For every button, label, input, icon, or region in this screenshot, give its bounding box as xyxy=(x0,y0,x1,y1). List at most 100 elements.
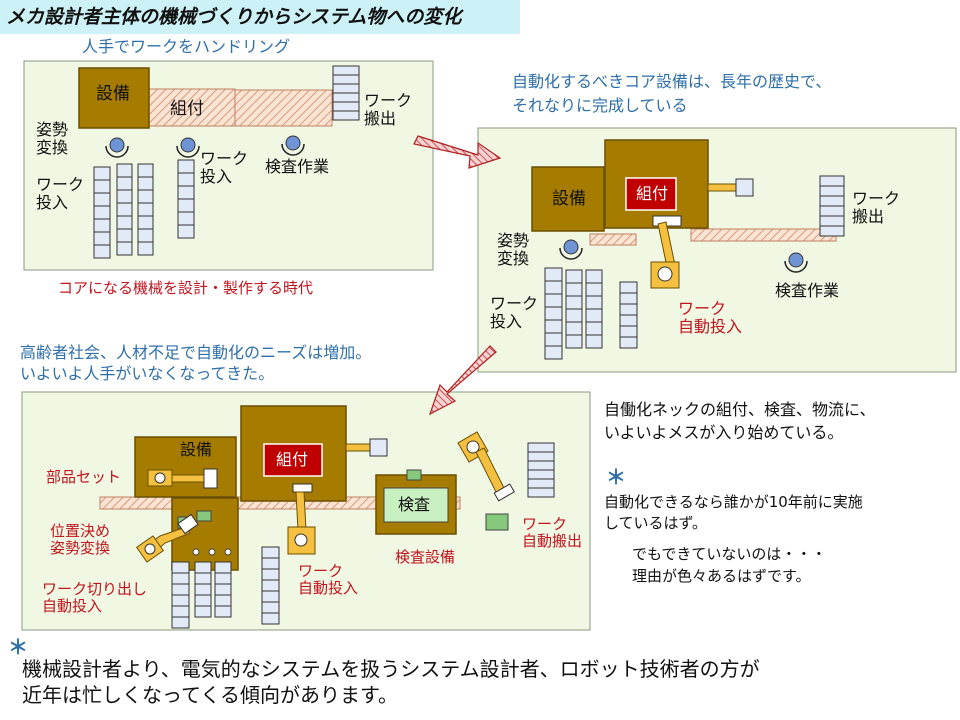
work-piece xyxy=(819,185,845,197)
work-piece xyxy=(93,166,111,181)
auto-in-label: ワーク 自動投入 xyxy=(678,299,743,337)
posture-label: 姿勢 変換 xyxy=(497,231,530,269)
inspection-label: 検査作業 xyxy=(775,281,840,300)
work-piece xyxy=(544,306,563,321)
work-piece xyxy=(565,282,583,297)
worker-icon xyxy=(563,239,579,255)
work-piece xyxy=(171,583,190,596)
inspection-label: 検査作業 xyxy=(265,157,330,176)
work-piece xyxy=(819,195,845,207)
work-piece xyxy=(194,594,212,607)
work-piece xyxy=(116,228,133,243)
work-piece xyxy=(177,159,195,174)
work-stacks-2 xyxy=(544,175,845,360)
work-piece xyxy=(177,224,195,239)
work-piece xyxy=(261,601,280,614)
robot-joint-3 xyxy=(466,440,480,454)
work-piece xyxy=(194,605,212,618)
work-piece xyxy=(93,192,111,207)
robot-arm-3 xyxy=(295,491,307,531)
work-in-label: ワーク 投入 xyxy=(200,149,249,187)
work-piece xyxy=(137,202,154,217)
work-in-label: ワーク 投入 xyxy=(36,175,85,213)
work-piece xyxy=(137,163,154,178)
pusher-rod-2 xyxy=(707,183,737,192)
automation-note: 自動化できるなら誰かが10年前に実施 しているはず。 xyxy=(604,493,863,532)
work-piece xyxy=(619,314,638,327)
equipment-block-1 xyxy=(78,67,150,129)
work-piece xyxy=(544,319,563,334)
work-piece xyxy=(544,332,563,347)
pusher-head-2 xyxy=(735,178,754,197)
work-piece xyxy=(214,605,232,618)
work-piece xyxy=(332,65,360,76)
work-out-label: ワーク 搬出 xyxy=(852,189,901,227)
work-piece xyxy=(585,282,603,297)
work-piece xyxy=(214,583,232,596)
section3-heading: 高齢者社会、人材不足で自動化のニーズは増加。 いよいよ人手がいなくなってきた。 xyxy=(20,343,372,383)
pusher-rod-3 xyxy=(345,443,371,452)
work-piece xyxy=(116,241,133,256)
work-piece xyxy=(565,321,583,336)
parts-set-gripper xyxy=(203,468,218,489)
work-piece xyxy=(527,487,555,498)
worker-icon xyxy=(109,137,125,153)
work-piece xyxy=(137,189,154,204)
inspection-box-label: 検査 xyxy=(398,495,431,514)
worker-icon xyxy=(285,135,301,151)
work-piece xyxy=(819,205,845,217)
work-piece xyxy=(177,198,195,213)
work-piece xyxy=(261,568,280,581)
work-piece xyxy=(544,345,563,360)
work-piece xyxy=(332,110,360,121)
work-piece xyxy=(565,334,583,349)
work-piece xyxy=(171,616,190,629)
work-piece xyxy=(544,293,563,308)
worker-icon xyxy=(788,252,804,268)
arrow-to-core xyxy=(413,135,502,169)
assembly-label: 組付 xyxy=(170,99,204,119)
green-part xyxy=(406,469,422,481)
page-title: メカ設計者主体の機械づくりからシステム物への変化 xyxy=(0,0,520,34)
parts-set-robot-arm xyxy=(171,474,207,483)
work-stacks-3 xyxy=(171,442,555,629)
work-piece xyxy=(585,308,603,323)
work-piece xyxy=(544,280,563,295)
posture-label: 姿勢 変換 xyxy=(36,120,69,158)
robot-joint-3 xyxy=(294,533,308,547)
work-piece xyxy=(332,83,360,94)
work-piece xyxy=(261,557,280,570)
work-piece xyxy=(261,579,280,592)
work-piece xyxy=(544,267,563,282)
gripper-3 xyxy=(292,483,313,493)
worker-arms-icon xyxy=(784,260,808,273)
work-piece xyxy=(194,583,212,596)
work-piece xyxy=(819,215,845,227)
work-piece xyxy=(565,295,583,310)
work-piece xyxy=(177,172,195,187)
work-piece xyxy=(93,179,111,194)
fixture-dot xyxy=(192,548,200,556)
assembly-label-box-2 xyxy=(625,177,677,211)
green-part xyxy=(485,513,509,531)
footer-note: 機械設計者より、電気的なシステムを扱うシステム設計者、ロボット技術者の方が 近年… xyxy=(22,657,760,707)
work-piece xyxy=(261,612,280,625)
inspection-label-box-3 xyxy=(383,487,449,523)
work-piece xyxy=(819,225,845,237)
work-piece xyxy=(93,244,111,259)
work-piece xyxy=(93,231,111,246)
cutout-label: ワーク切り出し 自動投入 xyxy=(42,580,148,616)
worker-icon xyxy=(180,137,196,153)
work-piece xyxy=(137,215,154,230)
robot-joint-3 xyxy=(154,472,166,484)
work-piece xyxy=(619,303,638,316)
work-piece xyxy=(116,163,133,178)
worker-arms-icon xyxy=(559,247,583,260)
positioning-label: 位置決め 姿勢変換 xyxy=(50,522,111,558)
work-piece xyxy=(585,269,603,284)
work-piece xyxy=(585,334,603,349)
equipment-block-2 xyxy=(531,166,605,232)
worker-arms-icon xyxy=(176,145,200,158)
assembly-label: 組付 xyxy=(636,184,669,203)
work-piece xyxy=(171,605,190,618)
